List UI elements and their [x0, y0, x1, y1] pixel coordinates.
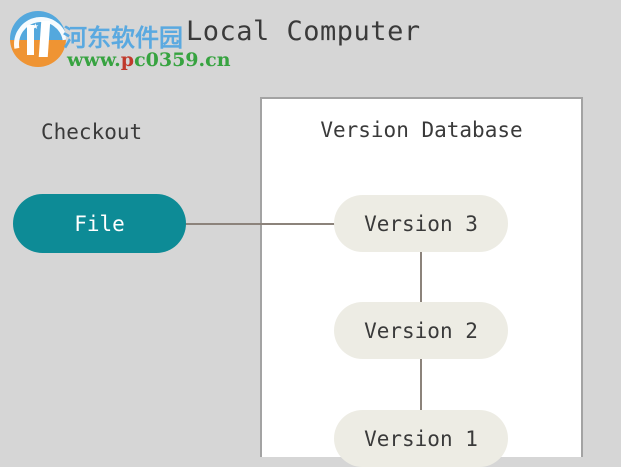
watermark-url-accent: p: [120, 49, 135, 71]
node-file-label: File: [74, 211, 125, 236]
checkout-label: Checkout: [41, 120, 143, 144]
watermark-url: www.pc0359.cn: [67, 49, 231, 71]
logo-star-icon: ★: [32, 19, 39, 32]
node-version-1[interactable]: Version 1: [334, 410, 508, 467]
diagram-canvas: Local Computer Checkout Version Database…: [6, 8, 583, 467]
watermark-site-name: 河东软件园: [63, 24, 183, 52]
node-version-2-label: Version 2: [364, 318, 478, 343]
hedong-software-logo-icon: ★: [10, 11, 66, 67]
node-version-3[interactable]: Version 3: [334, 195, 508, 252]
node-version-3-label: Version 3: [364, 211, 478, 236]
connector-version2-to-version1: [420, 359, 422, 410]
version-database-title: Version Database: [320, 118, 523, 142]
page-title: Local Computer: [186, 16, 421, 47]
node-file[interactable]: File: [13, 194, 186, 253]
connector-file-to-version3: [185, 223, 335, 225]
logo-bar-left: [27, 25, 34, 55]
watermark-url-prefix: www.: [67, 49, 121, 71]
node-version-1-label: Version 1: [364, 426, 478, 451]
watermark: ★ 河东软件园 www.pc0359.cn: [6, 8, 231, 71]
node-version-2[interactable]: Version 2: [334, 302, 508, 359]
connector-version3-to-version2: [420, 252, 422, 302]
watermark-url-suffix: c0359.cn: [134, 49, 231, 71]
